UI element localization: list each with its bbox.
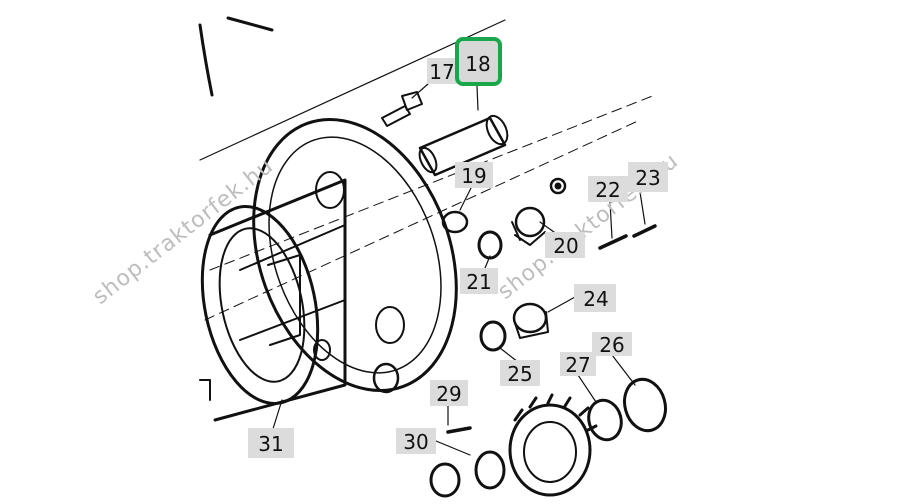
grease-fitting xyxy=(549,177,567,195)
label-19-text: 19 xyxy=(461,164,486,188)
axis-line-upper xyxy=(199,19,506,161)
part-25-washer xyxy=(479,320,507,352)
label-25: 25 xyxy=(500,360,540,386)
label-18-highlighted[interactable]: 18 xyxy=(455,37,502,86)
label-30-text: 30 xyxy=(403,430,428,454)
hub-flange xyxy=(252,117,458,394)
label-19: 19 xyxy=(455,162,493,188)
left-fragment xyxy=(199,379,211,401)
part-20-bushing xyxy=(511,206,546,246)
label-31-text: 31 xyxy=(258,432,283,456)
label-25-text: 25 xyxy=(507,362,532,386)
part-24-bushing xyxy=(512,302,549,339)
label-23: 23 xyxy=(628,162,668,192)
label-20: 20 xyxy=(545,232,585,258)
part-30-washer-a xyxy=(474,450,506,490)
label-31: 31 xyxy=(248,428,294,458)
part-30-washer-b xyxy=(429,462,461,498)
part-27-washer xyxy=(587,398,623,442)
label-20-text: 20 xyxy=(553,234,578,258)
label-30: 30 xyxy=(396,428,436,454)
label-24: 24 xyxy=(574,284,616,312)
label-27: 27 xyxy=(560,352,596,377)
label-24-text: 24 xyxy=(583,287,608,311)
part-21-washer xyxy=(477,230,503,260)
part-23-pin xyxy=(632,224,657,238)
label-22-text: 22 xyxy=(595,178,620,202)
top-fragment xyxy=(226,16,274,32)
label-29-text: 29 xyxy=(436,382,461,406)
part-29-pin xyxy=(446,426,472,434)
label-27-text: 27 xyxy=(565,353,590,377)
label-21-text: 21 xyxy=(466,270,491,294)
label-26: 26 xyxy=(592,332,632,357)
left-edge-arc xyxy=(198,23,214,97)
label-23-text: 23 xyxy=(635,166,660,190)
label-17-text: 17 xyxy=(429,60,454,84)
leader-lines xyxy=(271,83,646,456)
part-22-pin xyxy=(598,234,628,250)
axis-line-lower xyxy=(204,119,641,321)
label-22: 22 xyxy=(588,176,628,202)
label-17: 17 xyxy=(427,58,457,84)
part-19-bushing xyxy=(441,210,469,234)
part-18-pin xyxy=(418,114,509,177)
label-18-text: 18 xyxy=(465,52,490,76)
part-26-washer xyxy=(623,377,667,433)
axis-line-main xyxy=(209,94,656,271)
gear xyxy=(508,393,598,497)
watermark-left: shop.traktorfek.hu xyxy=(88,154,278,310)
label-21: 21 xyxy=(460,268,498,294)
label-26-text: 26 xyxy=(599,333,624,357)
label-29: 29 xyxy=(430,380,468,406)
part-17-bolt xyxy=(381,91,423,127)
